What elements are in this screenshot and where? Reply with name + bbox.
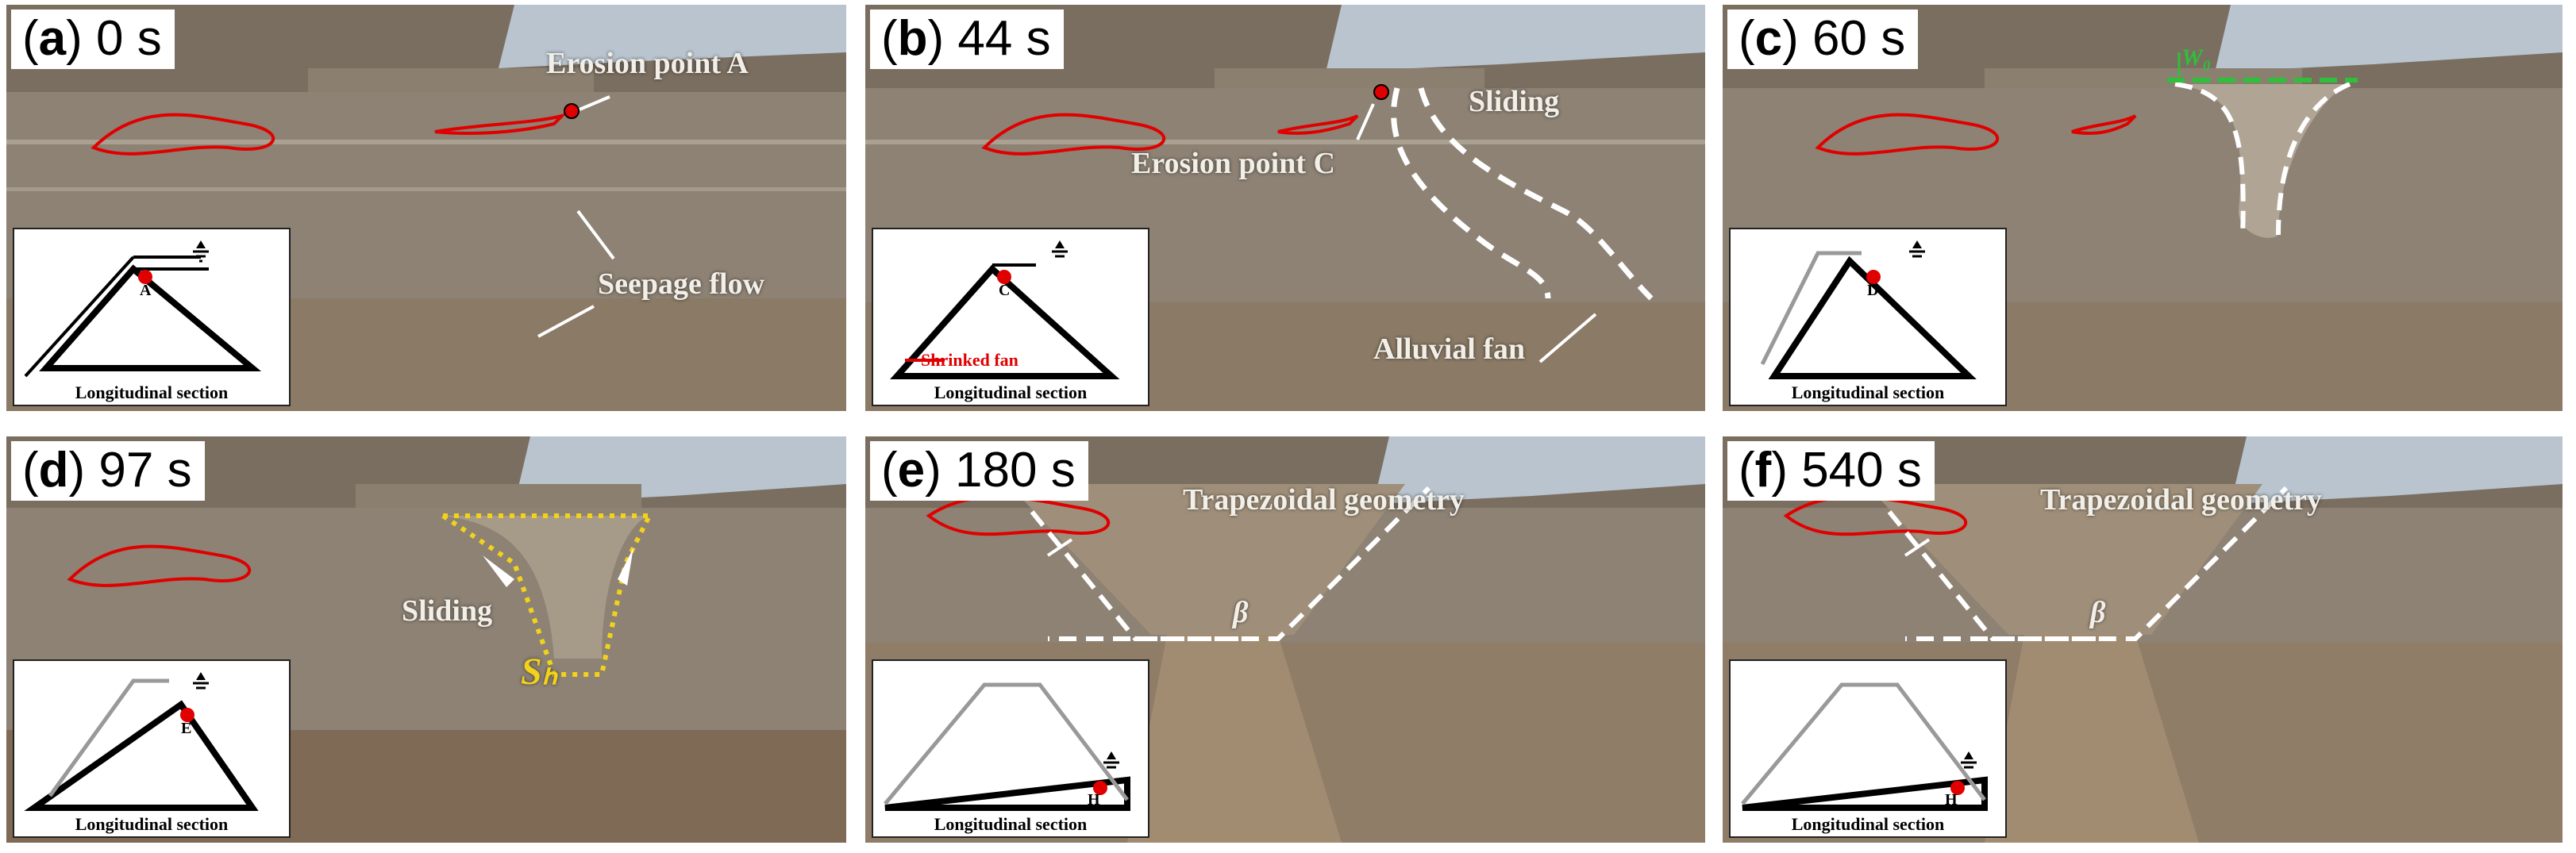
erosion-point-label: Erosion point A: [546, 47, 749, 80]
longitudinal-section-inset-d: E Longitudinal section: [13, 659, 291, 838]
inset-point-c: C: [999, 282, 1011, 299]
inset-caption-b: Longitudinal section: [934, 382, 1088, 402]
alluvial-fan-label: Alluvial fan: [1373, 332, 1526, 366]
panel-label-c: (c) 60 s: [1727, 10, 1919, 70]
panel-c: (c) 60 s W₀ D Longitudinal section: [1723, 5, 2563, 411]
panel-label-d: (d) 97 s: [11, 441, 205, 501]
photo-scene-c: [1723, 5, 2563, 411]
inset-point-e: E: [181, 720, 192, 737]
beta-label: β: [2090, 596, 2106, 629]
erosion-point-label: Erosion point C: [1131, 147, 1335, 180]
inset-point-h: H: [1088, 791, 1100, 809]
inset-caption-f: Longitudinal section: [1791, 814, 1945, 834]
inset-caption-e: Longitudinal section: [934, 814, 1088, 834]
longitudinal-section-inset-e: H Longitudinal section: [872, 659, 1149, 838]
sliding-label: Sliding: [1469, 85, 1560, 118]
trapezoidal-geometry-label: Trapezoidal geometry: [1183, 483, 1465, 517]
width-w0-label: W₀: [2181, 44, 2212, 71]
seepage-flow-label: Seepage flow: [598, 267, 765, 301]
inset-point-a: A: [140, 282, 152, 299]
shrinked-fan-label: Shrinked fan: [921, 350, 1018, 370]
panel-a: (a) 0 s Erosion point A Seepage flow A L…: [6, 5, 846, 411]
photo-scene-d: [6, 436, 846, 843]
longitudinal-section-inset-c: D Longitudinal section: [1729, 228, 2007, 406]
inset-caption-d: Longitudinal section: [75, 814, 229, 834]
longitudinal-section-inset-f: H Longitudinal section: [1729, 659, 2007, 838]
panel-label-b: (b) 44 s: [870, 10, 1064, 70]
photo-scene-f: [1723, 436, 2563, 843]
panel-label-f: (f) 540 s: [1727, 441, 1935, 501]
longitudinal-section-inset-a: A Longitudinal section: [13, 228, 291, 406]
panel-b: (b) 44 s Erosion point C Sliding Alluvia…: [865, 5, 1705, 411]
sb-label: Sₕ: [521, 651, 558, 693]
beta-label: β: [1233, 596, 1249, 629]
panel-label-e: (e) 180 s: [870, 441, 1088, 501]
inset-point-h: H: [1945, 791, 1958, 809]
photo-scene-a: [6, 5, 846, 411]
inset-caption-a: Longitudinal section: [75, 382, 229, 402]
panel-e: (e) 180 s Trapezoidal geometry β H Longi…: [865, 436, 1705, 843]
sliding-label: Sliding: [402, 594, 493, 628]
longitudinal-section-inset-b: C Shrinked fan Longitudinal section: [872, 228, 1149, 406]
panel-label-a: (a) 0 s: [11, 10, 175, 70]
panel-f: (f) 540 s Trapezoidal geometry β H Longi…: [1723, 436, 2563, 843]
trapezoidal-geometry-label: Trapezoidal geometry: [2040, 483, 2322, 517]
inset-caption-c: Longitudinal section: [1791, 382, 1945, 402]
panel-d: (d) 97 s Sliding Sₕ E Longitudinal secti…: [6, 436, 846, 843]
inset-point-d: D: [1867, 282, 1879, 299]
